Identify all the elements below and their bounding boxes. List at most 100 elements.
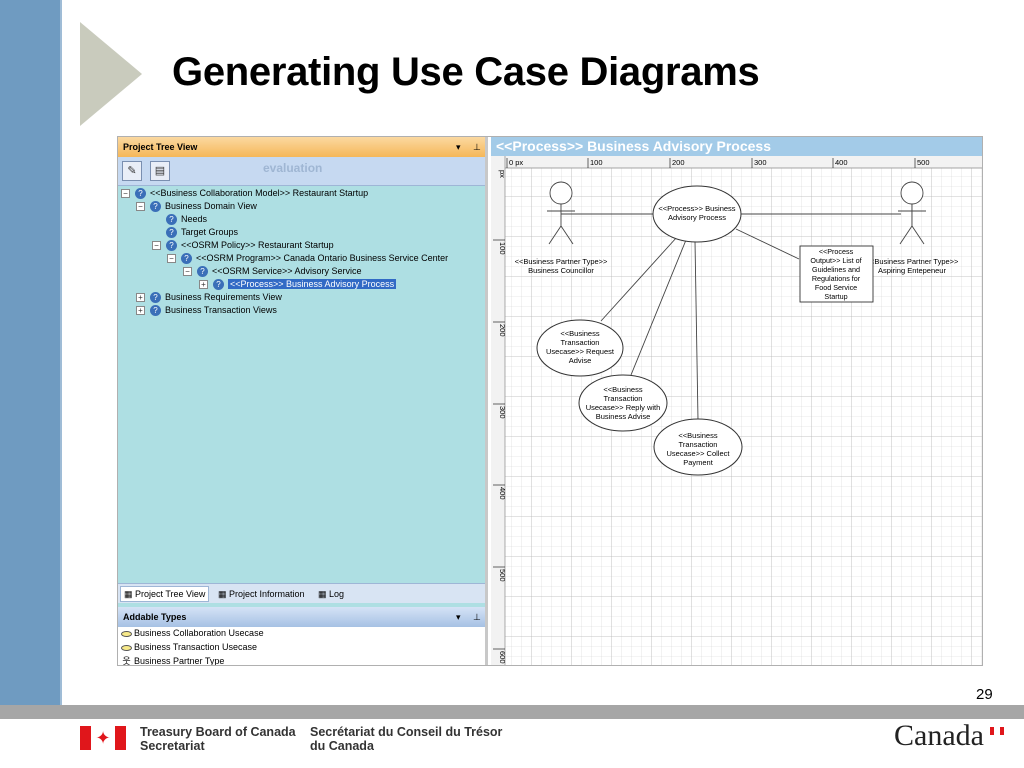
output-line: Guidelines and: [812, 265, 860, 274]
ruler-top-label: 300: [754, 158, 767, 167]
tree-item-label: Business Transaction Views: [165, 305, 277, 315]
usecase-business-advisory-process[interactable]: [652, 185, 742, 243]
usecase-collect-payment[interactable]: [653, 418, 743, 476]
collapse-icon[interactable]: −: [136, 202, 145, 212]
tree-item-osrm-policy[interactable]: −?<<OSRM Policy>> Restaurant Startup: [152, 239, 334, 252]
collapse-icon[interactable]: −: [121, 189, 130, 199]
tree-item-label: <<Business Collaboration Model>> Restaur…: [150, 188, 369, 198]
ruler-top-label: 0 px: [509, 158, 523, 167]
usecase-payment-line: Transaction: [679, 440, 718, 449]
usecase-reply-line: Business Advise: [596, 412, 651, 421]
tree-item-process-selected[interactable]: +?<<Process>> Business Advisory Process: [199, 278, 397, 291]
canadian-flag-icon: ✦: [80, 726, 126, 750]
tree-item-business-transaction-views[interactable]: +?Business Transaction Views: [136, 304, 277, 317]
usecase-request-advise[interactable]: [536, 319, 624, 377]
tree-item-osrm-program[interactable]: −?<<OSRM Program>> Canada Ontario Busine…: [167, 252, 448, 265]
ruler-top-label: 400: [835, 158, 848, 167]
ruler-left-label: 600: [498, 651, 507, 664]
ruler-left: [491, 156, 505, 665]
ruler-left-label: 400: [498, 487, 507, 500]
tab-log[interactable]: ▦ Log: [318, 588, 344, 600]
play-triangle-icon: [80, 22, 142, 126]
question-icon: ?: [181, 253, 192, 265]
question-icon: ?: [166, 227, 177, 239]
usecase-reply-with-business-advise[interactable]: [578, 374, 668, 432]
addable-types-list: Business Collaboration Usecase Business …: [118, 627, 485, 666]
process-output-box[interactable]: [799, 245, 874, 303]
tree-item-target-groups[interactable]: ?Target Groups: [166, 226, 238, 239]
tab-label: Project Tree View: [135, 589, 206, 599]
usecase-payment-line: Usecase>> Collect: [667, 449, 731, 458]
tree-item-label: <<OSRM Service>> Advisory Service: [212, 266, 362, 276]
panel-tab-strip: ▦ Project Tree View ▦ Project Informatio…: [118, 583, 485, 603]
ruler-top-label: 100: [590, 158, 603, 167]
modeling-tool-screenshot: Project Tree View ▾ ⊥ ✎ ▤ evaluation −?<…: [117, 136, 983, 666]
ruler-top-label: 200: [672, 158, 685, 167]
document-icon[interactable]: ▤: [150, 161, 170, 181]
actor-left-name: Business Councillor: [528, 266, 594, 275]
tree-item-business-requirements-view[interactable]: +? Business Requirements View: [136, 291, 282, 304]
footer-english-line1: Treasury Board of Canada: [140, 725, 296, 739]
dropdown-arrow-icon[interactable]: ▾: [456, 142, 461, 152]
ruler-left-label: 200: [498, 324, 507, 337]
pin-icon[interactable]: ⊥: [473, 612, 481, 622]
tab-label: Project Information: [229, 589, 305, 599]
output-line: Output>> List of: [810, 256, 861, 265]
actor-stick-figure-icon: 웃: [122, 656, 131, 666]
diagram-title-bar: <<Process>> Business Advisory Process: [491, 137, 982, 156]
expand-icon[interactable]: +: [199, 280, 208, 290]
left-accent-bar: [0, 0, 60, 705]
diagram-grid: [505, 168, 982, 665]
dropdown-arrow-icon[interactable]: ▾: [456, 612, 461, 622]
slide-title: Generating Use Case Diagrams: [172, 50, 760, 94]
tree-item-label: Business Domain View: [165, 201, 257, 211]
actor-aspiring-entepeneur[interactable]: [898, 181, 926, 245]
collapse-icon[interactable]: −: [152, 241, 161, 251]
pin-icon[interactable]: ⊥: [473, 142, 481, 152]
actor-right-stereotype: <<Business Partner Type>>: [866, 257, 959, 266]
tab-project-tree-view[interactable]: ▦ Project Tree View: [120, 586, 210, 602]
tree-item-business-domain-view[interactable]: −?Business Domain View: [136, 200, 257, 213]
usecase-request-line: Usecase>> Request: [546, 347, 615, 356]
addable-item-label: Business Transaction Usecase: [134, 642, 258, 652]
ruler-top-label: 500: [917, 158, 930, 167]
edit-pen-icon[interactable]: ✎: [122, 161, 142, 181]
project-tree-header-title: Project Tree View: [123, 142, 198, 152]
ruler-left-label: 500: [498, 569, 507, 582]
output-line: Food Service: [815, 283, 857, 292]
addable-item-collaboration-usecase[interactable]: Business Collaboration Usecase: [121, 627, 264, 640]
maple-leaf-icon: ✦: [95, 728, 111, 748]
tree-view-icon: ▦: [124, 589, 136, 599]
expand-icon[interactable]: +: [136, 306, 145, 316]
use-case-diagram[interactable]: 0 px 100 200 300 400 500 px 100: [491, 156, 983, 666]
addable-types-header: Addable Types: [118, 607, 485, 627]
collapse-icon[interactable]: −: [167, 254, 176, 264]
footer-english-line2: Secretariat: [140, 739, 205, 753]
footer-english-name: Treasury Board of Canada Secretariat: [140, 725, 296, 753]
addable-item-transaction-usecase[interactable]: Business Transaction Usecase: [121, 641, 257, 654]
usecase-main-line2: Advisory Process: [668, 213, 726, 222]
usecase-main-line1: <<Process>> Business: [658, 204, 735, 213]
tree-item-label: Business Requirements View: [165, 292, 282, 302]
ruler-left-label: px: [498, 170, 507, 178]
usecase-oval-icon: [121, 630, 132, 637]
tree-item-label: Needs: [181, 214, 208, 224]
expand-icon[interactable]: +: [136, 293, 145, 303]
addable-item-label: Business Partner Type: [134, 656, 225, 666]
actor-left-stereotype: <<Business Partner Type>>: [515, 257, 608, 266]
output-line: Regulations for: [812, 274, 861, 283]
tab-project-information[interactable]: ▦ Project Information: [218, 588, 305, 600]
usecase-oval-icon: [121, 644, 132, 651]
addable-item-label: Business Collaboration Usecase: [134, 628, 264, 638]
ruler-left-label: 300: [498, 406, 507, 419]
tree-item-osrm-service[interactable]: −?<<OSRM Service>> Advisory Service: [183, 265, 362, 278]
project-tree-toolbar: ✎ ▤ evaluation: [118, 157, 485, 186]
usecase-payment-line: <<Business: [678, 431, 717, 440]
question-icon: ?: [150, 292, 161, 304]
collapse-icon[interactable]: −: [183, 267, 192, 277]
actor-business-councillor[interactable]: [547, 181, 575, 245]
tree-item-needs[interactable]: ?Needs: [166, 213, 207, 226]
tree-item-collaboration-model[interactable]: −?<<Business Collaboration Model>> Resta…: [121, 187, 368, 200]
